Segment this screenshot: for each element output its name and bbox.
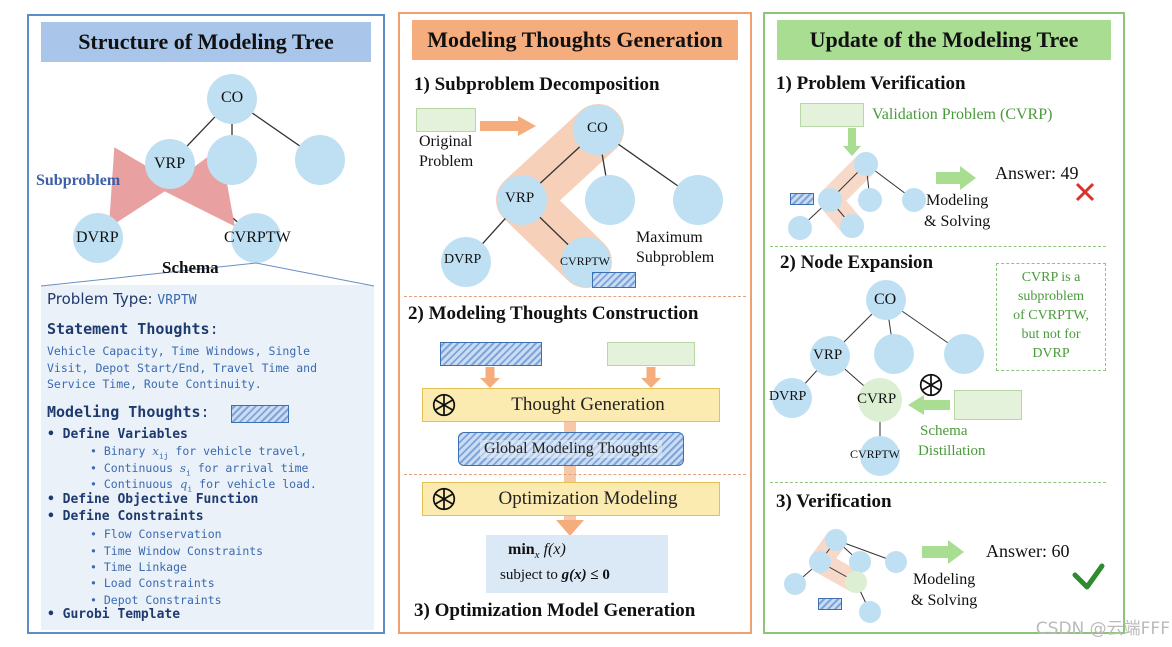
section-divider: [404, 296, 746, 297]
maximum-subproblem-label-1: Maximum: [636, 229, 703, 246]
variable-line-1: • Binary xij for vehicle travel,: [90, 444, 307, 461]
node-label-dvrp: DVRP: [444, 252, 482, 267]
modeling-solving-2b: & Solving: [911, 592, 978, 609]
modeling-solving-1a: Modeling: [926, 192, 989, 209]
node-label-co: CO: [587, 120, 608, 136]
thoughts-generation-panel: Modeling Thoughts Generation: [398, 12, 752, 634]
original-problem-label-1: Original: [419, 133, 473, 150]
openai-logo-icon: [432, 393, 456, 417]
optimization-modeling-label: Optimization Modeling: [498, 488, 678, 509]
new-problem-box: [954, 390, 1022, 420]
constraint-item: • Depot Constraints: [90, 593, 222, 607]
openai-logo-icon: [919, 373, 943, 397]
node-label-cvrptw: CVRPTW: [224, 229, 291, 246]
formula-box: minx f(x) subject to g(x) ≤ 0: [486, 535, 668, 593]
constraint-item: • Time Window Constraints: [90, 544, 264, 558]
node-label-dvrp: DVRP: [769, 389, 807, 404]
schema-label: Schema: [162, 258, 219, 277]
define-objective: • Define Objective Function: [47, 492, 259, 507]
variable-line-2: • Continuous si for arrival time: [90, 461, 309, 478]
answer-49: Answer: 49: [995, 163, 1079, 183]
expansion-note: CVRP is a subproblem of CVRPTW, but not …: [996, 263, 1106, 371]
section-divider: [770, 246, 1106, 247]
answer-60: Answer: 60: [986, 541, 1070, 561]
constraint-item: • Flow Conservation: [90, 527, 222, 541]
thought-generation-label: Thought Generation: [511, 394, 665, 415]
optimization-modeling-box: Optimization Modeling: [422, 482, 720, 516]
define-variables: • Define Variables: [47, 427, 188, 442]
constraint-formula: subject to g(x) ≤ 0: [500, 567, 610, 583]
modeling-solving-2a: Modeling: [913, 571, 976, 588]
maximum-subproblem-hatch: [592, 272, 636, 288]
hatch-marker: [790, 193, 814, 205]
watermark: CSDN @云端FFF: [1035, 619, 1170, 639]
section-divider: [770, 482, 1106, 483]
validation-problem-label: Validation Problem (CVRP): [872, 106, 1053, 123]
node-label-vrp: VRP: [154, 155, 186, 172]
thought-generation-box: Thought Generation: [422, 388, 720, 422]
schema-distillation-2: Distillation: [918, 443, 986, 459]
variable-line-3: • Continuous qi for vehicle load.: [90, 477, 317, 494]
modeling-thoughts-input-hatch: [440, 342, 542, 366]
node-label-co: CO: [221, 89, 244, 106]
statement-line-1: Vehicle Capacity, Time Windows, Single: [47, 344, 311, 358]
verification-heading: 3) Verification: [776, 491, 892, 512]
update-tree-title: Update of the Modeling Tree: [777, 20, 1111, 60]
original-problem-box: [416, 108, 476, 132]
statement-line-3: Service Time, Route Continuity.: [47, 377, 262, 391]
objective-formula: minx f(x): [508, 541, 566, 562]
node-label-vrp: VRP: [505, 190, 535, 206]
hatch-marker: [818, 598, 842, 610]
problem-verification-heading: 1) Problem Verification: [776, 73, 966, 94]
modeling-thoughts-placeholder: [231, 405, 289, 423]
subproblem-decomposition-heading: 1) Subproblem Decomposition: [414, 74, 660, 95]
node-label-co: CO: [874, 291, 897, 308]
node-label-cvrptw: CVRPTW: [850, 447, 901, 461]
statement-line-2: Visit, Depot Start/End, Travel Time and: [47, 361, 318, 375]
structure-panel-title: Structure of Modeling Tree: [41, 22, 371, 62]
node-label-vrp: VRP: [813, 347, 843, 363]
node-expansion-heading: 2) Node Expansion: [780, 252, 934, 273]
structure-panel: Structure of Modeling Tree: [27, 14, 385, 634]
schema-distillation-1: Schema: [920, 423, 968, 439]
modeling-thoughts-construction-heading: 2) Modeling Thoughts Construction: [408, 303, 699, 324]
optimization-model-generation-heading: 3) Optimization Model Generation: [414, 600, 696, 621]
schema-box: [41, 285, 374, 630]
constraint-item: • Time Linkage: [90, 560, 187, 574]
gurobi-template: • Gurobi Template: [47, 607, 181, 622]
update-tree-panel: Update of the Modeling Tree: [763, 12, 1125, 634]
modeling-solving-1b: & Solving: [924, 213, 991, 230]
node-label-dvrp: DVRP: [76, 229, 119, 246]
validation-problem-box: [800, 103, 864, 127]
maximum-subproblem-label-2: Subproblem: [636, 249, 715, 266]
node-label-cvrptw: CVRPTW: [560, 254, 611, 268]
original-problem-label-2: Problem: [419, 153, 474, 170]
problem-type: Problem Type: VRPTW: [47, 290, 197, 308]
define-constraints: • Define Constraints: [47, 509, 204, 524]
openai-logo-icon: [432, 487, 456, 511]
global-modeling-thoughts-box: Global Modeling Thoughts: [458, 432, 684, 466]
node-label-cvrp: CVRP: [857, 391, 897, 407]
thoughts-generation-title: Modeling Thoughts Generation: [412, 20, 738, 60]
statement-thoughts-heading: Statement Thoughts:: [47, 320, 219, 338]
section-divider: [404, 474, 746, 475]
subproblem-label: Subproblem: [36, 172, 121, 189]
constraint-item: • Load Constraints: [90, 576, 215, 590]
problem-input-box: [607, 342, 695, 366]
modeling-thoughts-heading: Modeling Thoughts:: [47, 403, 210, 421]
